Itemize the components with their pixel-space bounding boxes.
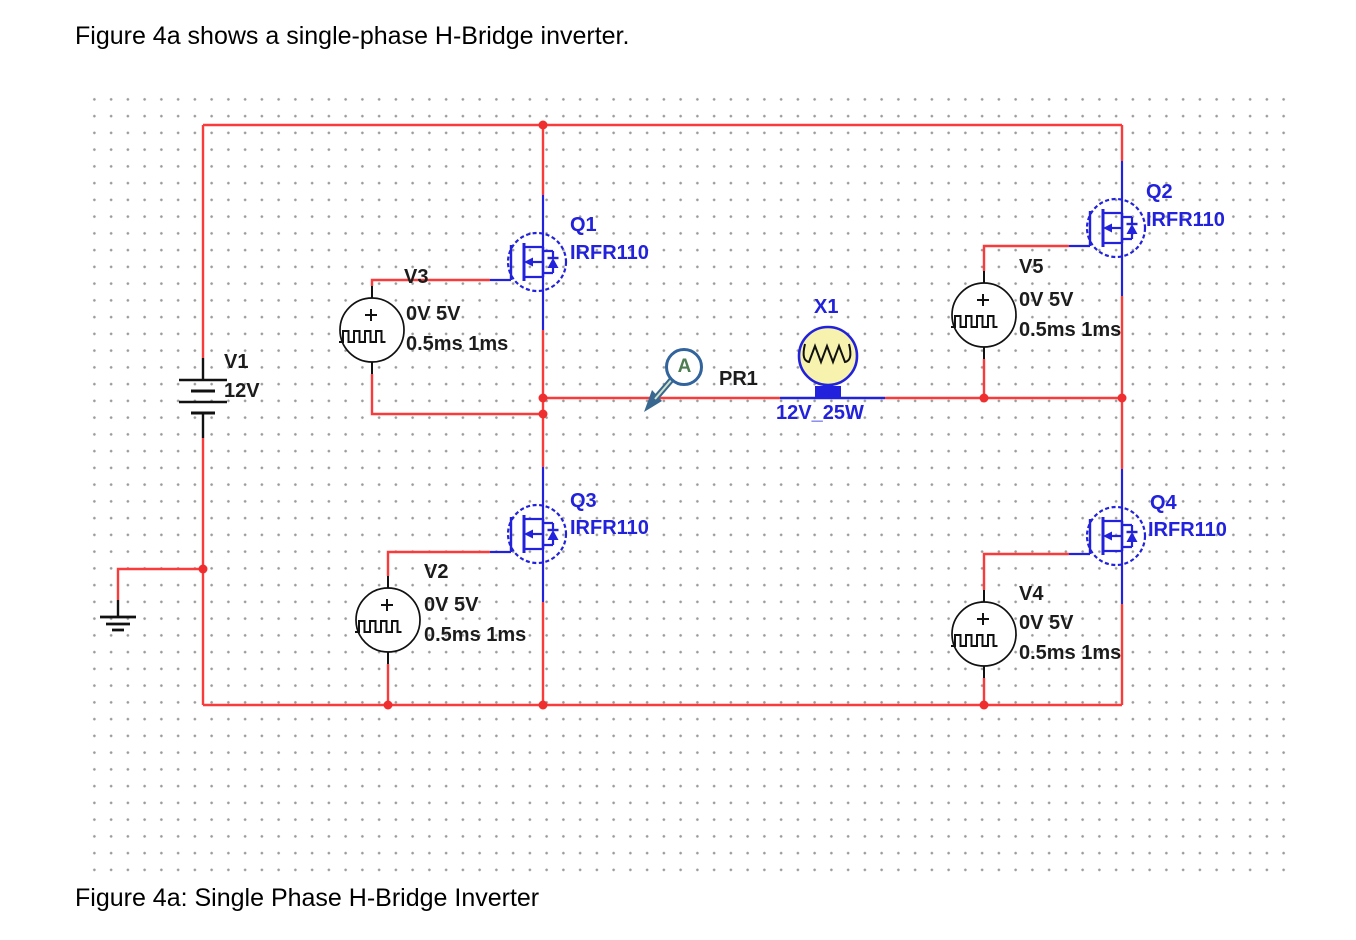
label-v1-value: 12V (224, 380, 260, 402)
junction-dot (979, 700, 989, 710)
label-v3-levels: 0V 5V (406, 303, 461, 325)
label-q3-ref: Q3 (570, 490, 597, 512)
mosfet-q3[interactable] (488, 465, 568, 604)
label-v1-ref: V1 (224, 351, 249, 373)
ammeter-circle-icon (665, 348, 703, 386)
junction-dot (383, 700, 393, 710)
label-q4-ref: Q4 (1150, 492, 1177, 514)
label-v2-ref: V2 (424, 561, 449, 583)
wire-v5-gate[interactable] (982, 244, 1069, 271)
junction-dots (198, 120, 1127, 710)
figure-caption: Figure 4a: Single Phase H-Bridge Inverte… (75, 884, 540, 912)
label-v4-timing: 0.5ms 1ms (1019, 642, 1122, 664)
pulse-source-v3[interactable] (338, 285, 405, 375)
wire-ground-branch[interactable] (116, 567, 203, 600)
lamp-base (815, 386, 841, 399)
wire-v3-return[interactable] (370, 374, 543, 416)
label-v5-timing: 0.5ms 1ms (1019, 319, 1122, 341)
wire-v3-gate[interactable] (370, 278, 490, 286)
lamp-bulb (797, 325, 859, 387)
label-x1-rating: 12V_25W (776, 402, 864, 424)
label-v5-levels: 0V 5V (1019, 289, 1074, 311)
label-v4-levels: 0V 5V (1019, 612, 1074, 634)
label-v2-levels: 0V 5V (424, 594, 479, 616)
mosfet-q2[interactable] (1067, 159, 1147, 298)
probe-arrowhead-icon (644, 390, 662, 412)
label-q2-ref: Q2 (1146, 181, 1173, 203)
pulse-source-v5[interactable] (950, 270, 1017, 360)
junction-dot (538, 700, 548, 710)
label-q1-ref: Q1 (570, 214, 597, 236)
label-v3-timing: 0.5ms 1ms (406, 333, 509, 355)
lamp-filament (802, 343, 852, 365)
mosfet-q4[interactable] (1067, 467, 1147, 606)
label-q2-model: IRFR110 (1146, 209, 1225, 231)
label-q3-model: IRFR110 (570, 517, 649, 539)
pulse-source-v2[interactable] (354, 575, 421, 665)
junction-dot (538, 409, 548, 419)
junction-dot (538, 393, 548, 403)
label-x1-ref: X1 (814, 296, 839, 318)
page-title: Figure 4a shows a single-phase H-Bridge … (75, 22, 630, 50)
junction-dot (538, 120, 548, 130)
current-probe-pr1[interactable] (644, 348, 703, 413)
label-v4-ref: V4 (1019, 583, 1044, 605)
battery-v1[interactable] (179, 358, 227, 438)
junction-dot (198, 564, 208, 574)
ammeter-letter: A (677, 356, 692, 377)
label-v5-ref: V5 (1019, 256, 1044, 278)
junction-dot (979, 393, 989, 403)
label-q1-model: IRFR110 (570, 242, 649, 264)
lamp-x1[interactable] (780, 325, 885, 400)
pulse-source-v4[interactable] (950, 589, 1017, 679)
mosfet-q1[interactable] (488, 193, 568, 332)
label-v2-timing: 0.5ms 1ms (424, 624, 527, 646)
label-pr1-ref: PR1 (719, 368, 758, 390)
wire-v4-gate[interactable] (982, 552, 1069, 590)
wire-v2-gate[interactable] (386, 550, 490, 576)
probe-arrow-shaft-core (654, 377, 674, 400)
label-q4-model: IRFR110 (1148, 519, 1227, 541)
label-v3-ref: V3 (404, 266, 429, 288)
ground-symbol[interactable] (100, 600, 136, 632)
junction-dot (1117, 393, 1127, 403)
